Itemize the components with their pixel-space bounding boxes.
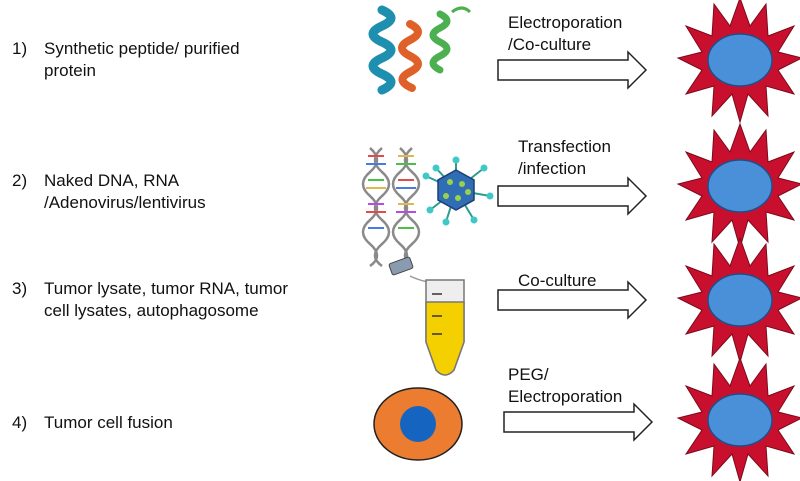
dna-helix-icon [361,147,391,268]
tumor-fusion-cell-icon [373,387,463,461]
row-3-method: Co-culture [518,270,596,292]
row-1-line2: protein [44,61,96,80]
row-2-line2: /Adenovirus/lentivirus [44,193,206,212]
row-3-line1: Tumor lysate, tumor RNA, tumor [44,279,289,298]
row-4-dendritic-cell [677,357,800,481]
row-1-method-line2: /Co-culture [508,35,592,54]
row-4-line1: Tumor cell fusion [44,413,173,432]
row-3-line2: cell lysates, autophagosome [44,301,259,320]
row-2-arrow [497,177,647,215]
test-tube-icon [388,256,465,376]
row-3-dendritic-cell [677,237,800,363]
row-4-method-line2: Electroporation [508,387,623,406]
row-4-method: PEG/ Electroporation [508,364,622,408]
row-4-number: 4) [12,413,28,432]
row-2-number: 2) [12,171,28,190]
row-1-number: 1) [12,39,28,58]
row-1-method: Electroporation /Co-culture [508,12,622,56]
rna-helix-icon [391,147,421,268]
row-2-method: Transfection /infection [518,136,611,180]
row-1-dendritic-cell [677,0,800,123]
row-1-method-line1: Electroporation [508,13,623,32]
protein-structure-icon [368,5,472,95]
row-1-arrow [497,51,647,89]
row-4-method-line1: PEG/ [508,365,549,384]
row-2-dendritic-cell [677,123,800,249]
row-1-line1: Synthetic peptide/ purified [44,39,240,58]
row-2-method-line1: Transfection [518,137,611,156]
row-3-arrow [497,281,647,319]
row-2-line1: Naked DNA, RNA [44,171,180,190]
row-4-arrow [503,403,653,441]
adenovirus-icon [422,156,494,226]
row-3-number: 3) [12,279,28,298]
row-3-method-line1: Co-culture [518,271,597,290]
row-2-method-line2: /infection [518,159,587,178]
